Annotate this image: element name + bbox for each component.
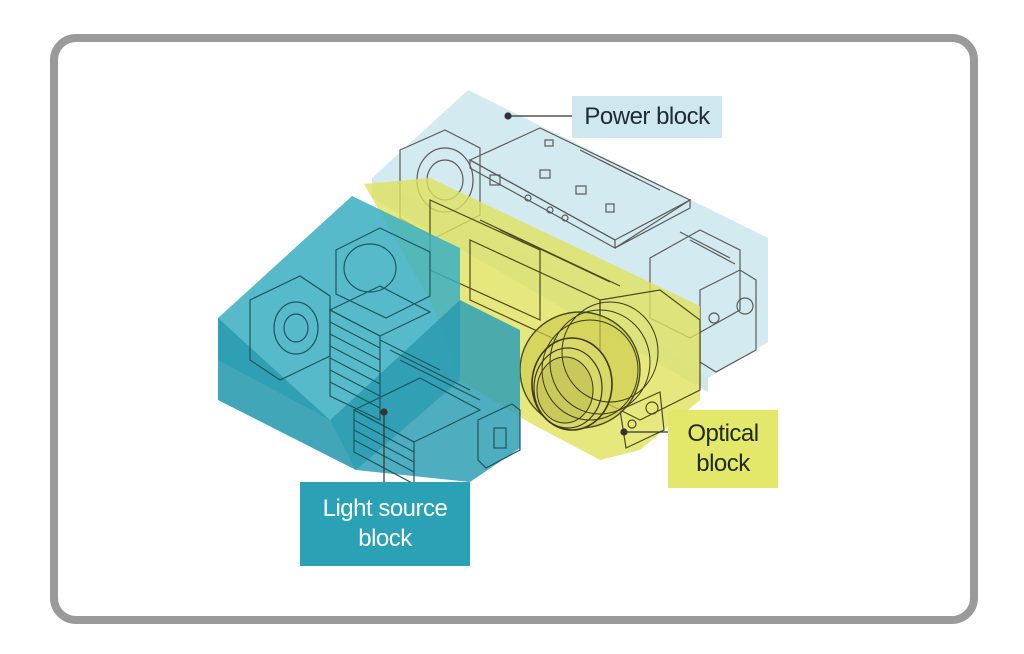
optical-block-label-line1: Optical	[687, 420, 759, 447]
light-source-block-label-line2: block	[358, 525, 412, 552]
projection-lens	[519, 301, 659, 431]
leader-lines	[380, 112, 668, 482]
light-source-block-label-line1: Light source	[322, 495, 448, 522]
light-source-block-label: Light source block	[300, 482, 470, 566]
optical-block-label-line2: block	[696, 450, 750, 477]
optical-block-label: Optical block	[668, 410, 778, 488]
light-source-block-region	[218, 196, 520, 482]
power-block-label: Power block	[572, 96, 722, 138]
power-block-label-text: Power block	[584, 103, 710, 130]
